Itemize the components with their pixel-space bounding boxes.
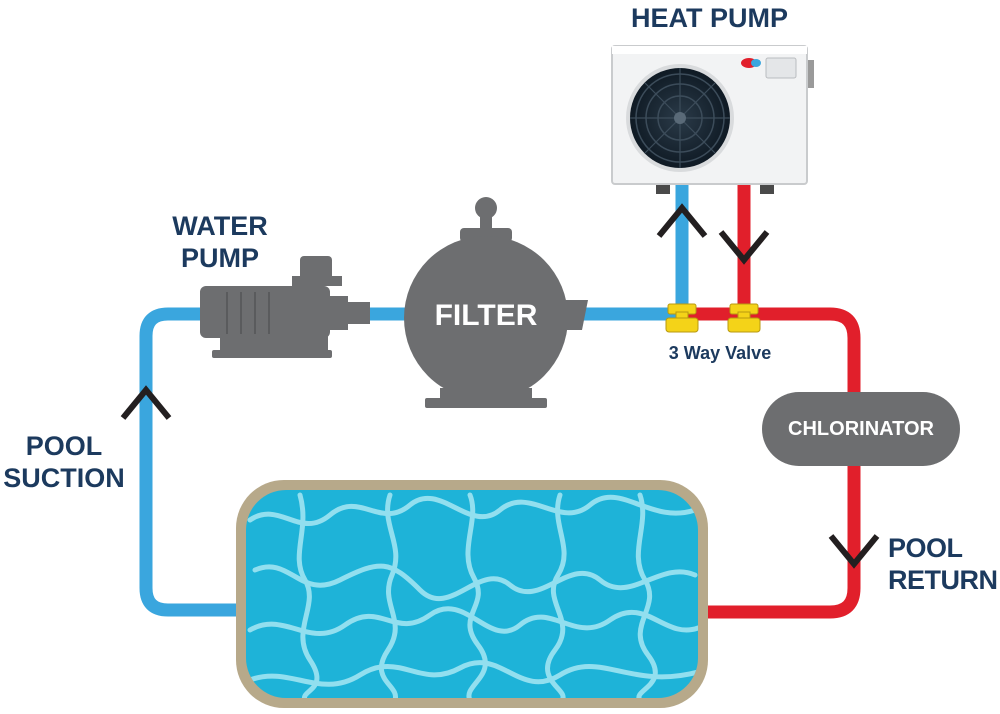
pool-return-label-line1: POOL <box>888 533 963 563</box>
chlorinator-unit <box>762 392 960 466</box>
chevron-flow-arrow-icon <box>656 203 708 238</box>
chevron-flow-arrow-icon <box>828 534 880 569</box>
pool-suction-label: POOL SUCTION <box>0 430 128 494</box>
chlorinator-label: CHLORINATOR <box>788 418 934 440</box>
three-way-valve-label: 3 Way Valve <box>668 343 772 363</box>
three-way-valve-icon <box>665 303 699 333</box>
swimming-pool-icon <box>236 480 708 708</box>
pool-suction-label-line2: SUCTION <box>3 463 125 493</box>
heat-pump-label: HEAT PUMP <box>630 3 788 33</box>
water-pump-label: WATER PUMP <box>150 210 290 274</box>
chevron-flow-arrow-icon <box>718 230 770 265</box>
filter-label: FILTER <box>434 299 538 332</box>
pool-suction-label-line1: POOL <box>25 431 103 461</box>
chevron-flow-arrow-icon <box>120 385 172 420</box>
water-pump-label-line1: WATER <box>172 211 268 241</box>
heat-pump-unit-icon <box>611 45 814 194</box>
sand-filter-icon <box>404 197 588 408</box>
water-pump-icon <box>200 256 370 358</box>
pool-return-label: POOL RETURN <box>888 532 1000 596</box>
three-way-valve-icon <box>727 303 761 333</box>
water-pump-label-line2: PUMP <box>180 243 259 273</box>
pool-return-label-line2: RETURN <box>888 565 998 595</box>
